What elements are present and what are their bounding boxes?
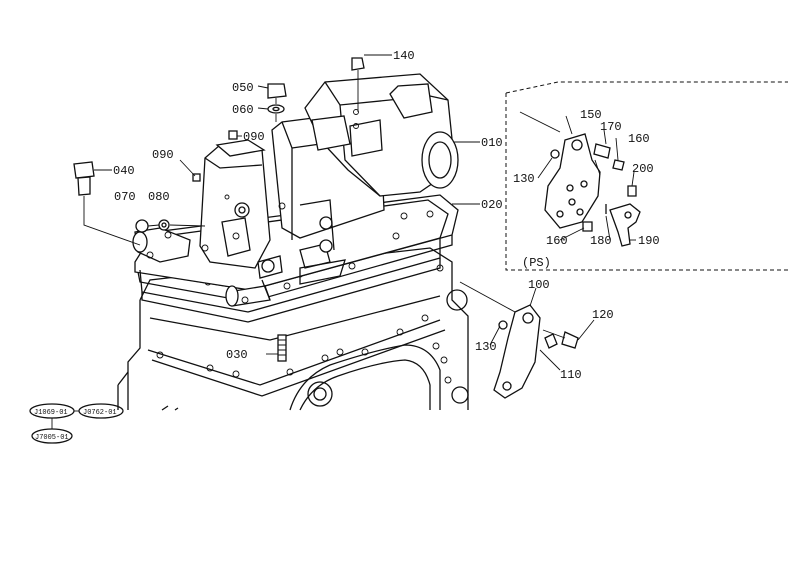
- callout-100: 100: [528, 278, 550, 292]
- callout-180: 180: [590, 234, 612, 248]
- callout-160-upper: 160: [628, 132, 650, 146]
- callout-090-upper: 090: [243, 130, 265, 144]
- callout-130-lower: 130: [475, 340, 497, 354]
- callout-040: 040: [113, 164, 135, 178]
- callout-080: 080: [148, 190, 170, 204]
- callout-170: 170: [600, 120, 622, 134]
- transmission-case: [117, 247, 469, 411]
- callout-160-lower: 160: [546, 234, 568, 248]
- callout-150: 150: [580, 108, 602, 122]
- reference-ovals: J1069-01 J0762-01 J7005-01: [29, 403, 124, 444]
- inset-label-ps: (PS): [522, 256, 551, 270]
- callout-030: 030: [226, 348, 248, 362]
- ps-inset: [505, 81, 788, 271]
- hardware: [73, 57, 365, 362]
- callout-120: 120: [592, 308, 614, 322]
- callout-200: 200: [632, 162, 654, 176]
- callout-130-upper: 130: [513, 172, 535, 186]
- ref-oval-2: J0762-01: [83, 409, 117, 417]
- callout-060: 060: [232, 103, 254, 117]
- callout-140: 140: [393, 49, 415, 63]
- callout-050: 050: [232, 81, 254, 95]
- ref-oval-3: J7005-01: [35, 434, 69, 442]
- callout-110: 110: [560, 368, 582, 382]
- callout-190: 190: [638, 234, 660, 248]
- callout-labels: 140 050 060 090 090 040 070 080 010 020 …: [113, 49, 660, 382]
- callout-090-lower: 090: [152, 148, 174, 162]
- callout-010: 010: [481, 136, 503, 150]
- callout-070: 070: [114, 190, 136, 204]
- hydraulic-housing-010: [132, 73, 459, 323]
- ref-oval-1: J1069-01: [34, 409, 68, 417]
- callout-020: 020: [481, 198, 503, 212]
- bracket-100: [459, 281, 579, 399]
- callout-leaders: [94, 54, 636, 371]
